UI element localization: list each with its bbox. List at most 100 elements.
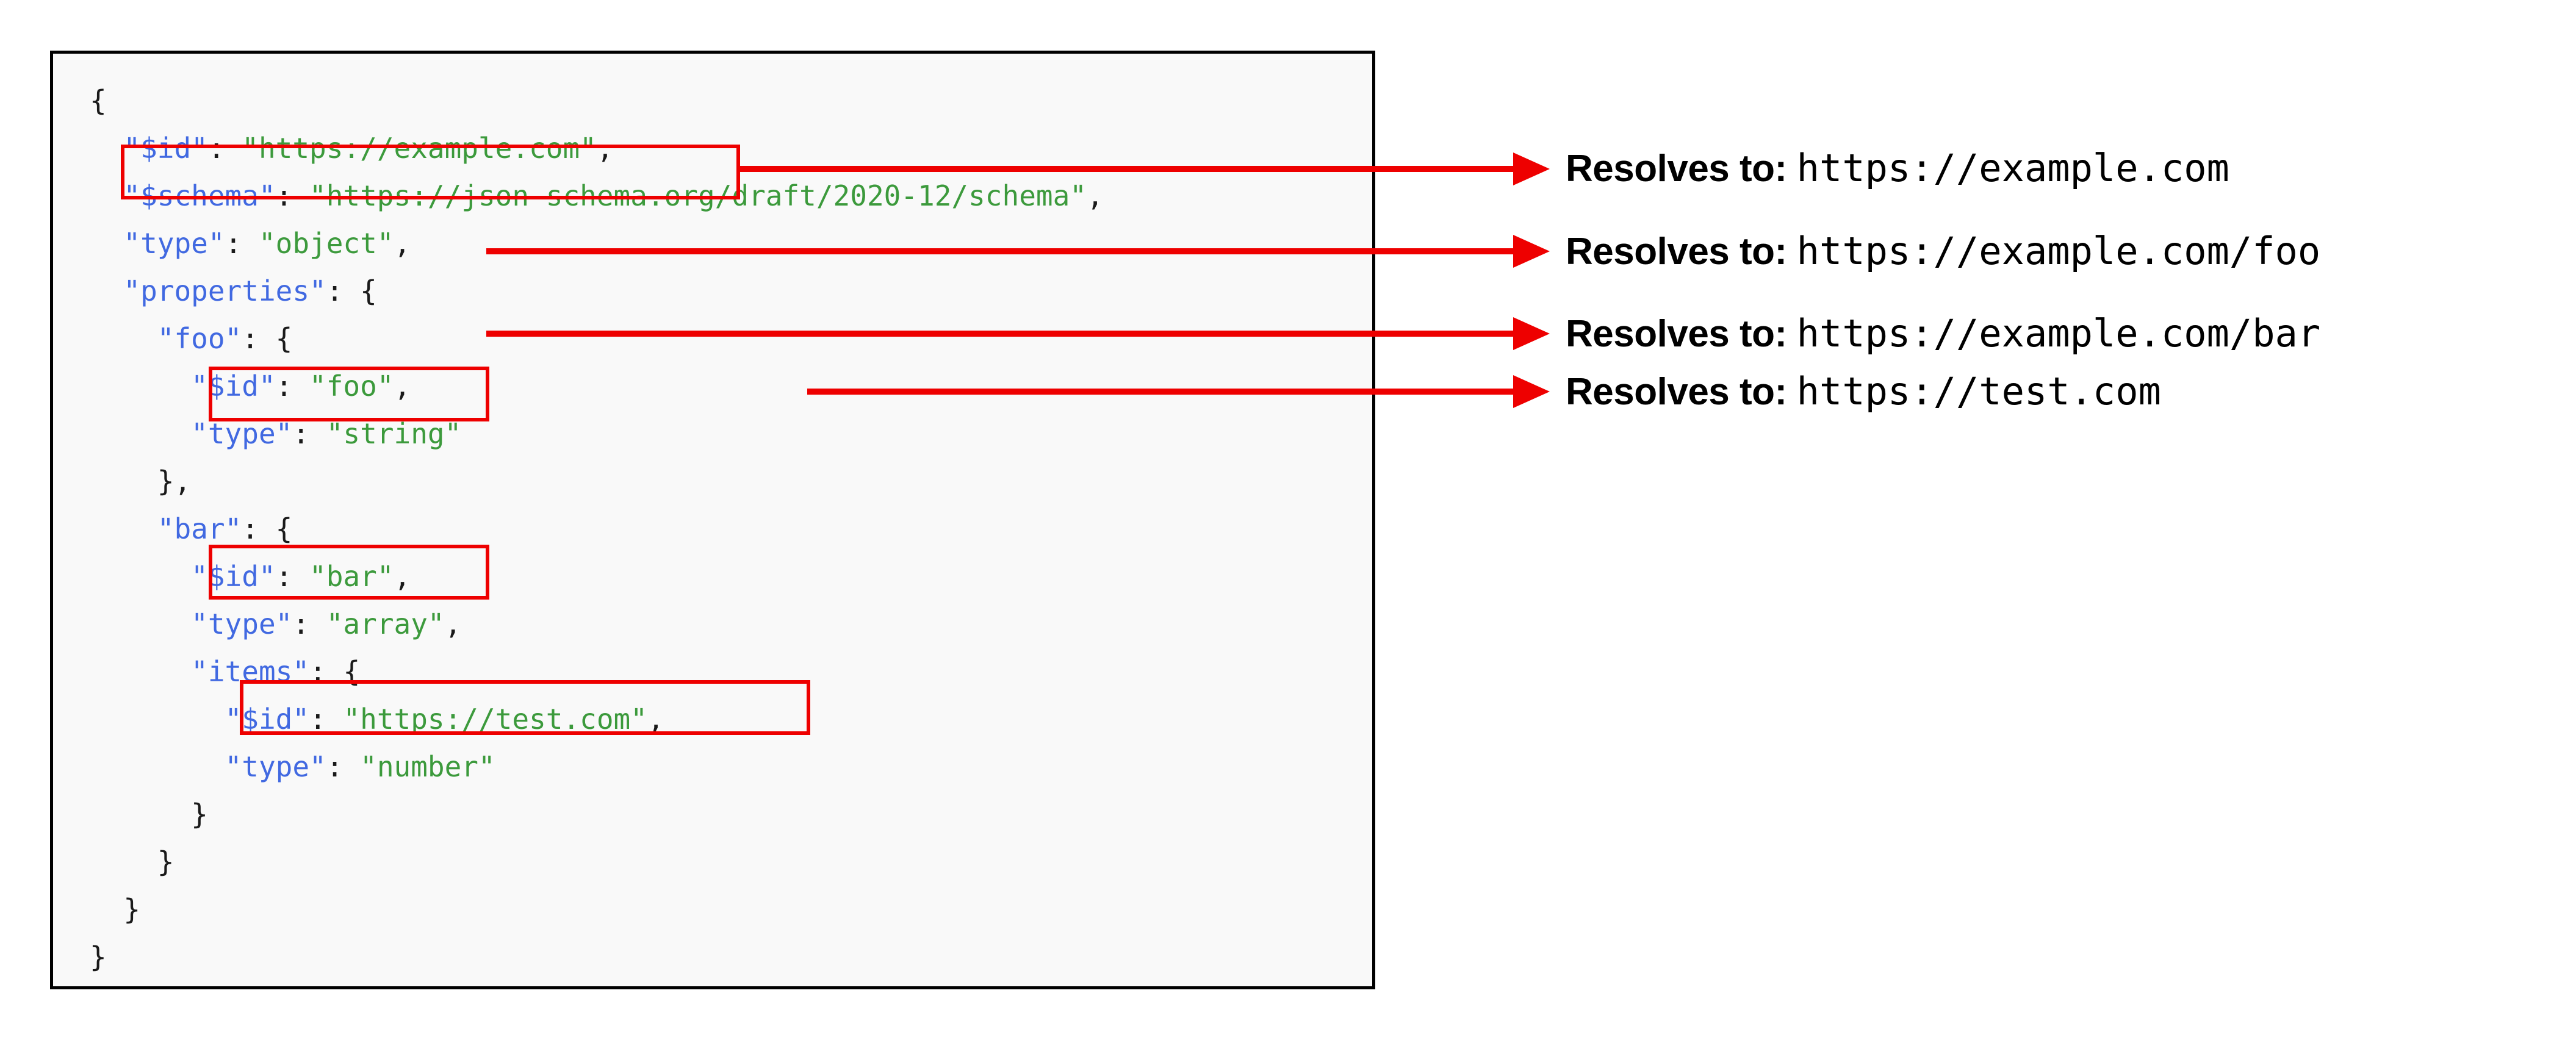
json-separator: :	[242, 322, 276, 355]
code-indent	[90, 132, 123, 165]
resolved-uri-value: https://example.com/foo	[1796, 229, 2321, 273]
code-line: "$schema": "https://json-schema.org/draf…	[90, 172, 1104, 220]
code-line: "foo": {	[90, 315, 1104, 362]
code-indent	[90, 845, 157, 878]
code-line: "type": "object",	[90, 220, 1104, 267]
json-string-value: "number"	[360, 750, 495, 783]
json-string-value: "foo"	[309, 370, 394, 403]
json-key: "items"	[191, 655, 310, 688]
json-separator: :	[275, 560, 310, 593]
json-separator: :	[275, 179, 310, 212]
code-indent	[90, 703, 225, 736]
json-key: "$schema"	[123, 179, 276, 212]
json-punctuation: ,	[596, 132, 614, 165]
resolved-uri-value: https://test.com	[1796, 369, 2161, 414]
code-line: "properties": {	[90, 267, 1104, 315]
code-indent	[90, 322, 157, 355]
json-punctuation: ,	[444, 608, 462, 640]
json-punctuation: {	[90, 84, 107, 117]
code-indent	[90, 893, 123, 926]
json-punctuation: {	[343, 655, 361, 688]
json-punctuation: ,	[1086, 179, 1104, 212]
arrow-head-icon	[1513, 317, 1550, 350]
resolves-to-label: Resolves to:	[1566, 148, 1787, 190]
code-indent	[90, 655, 191, 688]
code-line: "items": {	[90, 648, 1104, 695]
json-separator: :	[242, 512, 276, 545]
json-punctuation: {	[275, 512, 293, 545]
annotation-root: Resolves to:https://example.com	[1566, 149, 2229, 188]
json-string-value: "array"	[326, 608, 445, 640]
json-schema-code-panel: { "$id": "https://example.com", "$schema…	[50, 51, 1375, 989]
code-line: "$id": "https://test.com",	[90, 695, 1104, 743]
json-key: "type"	[225, 750, 326, 783]
code-line: },	[90, 457, 1104, 505]
code-indent	[90, 560, 191, 593]
json-punctuation: ,	[394, 227, 411, 260]
code-line: "$id": "bar",	[90, 553, 1104, 600]
json-punctuation: }	[123, 893, 141, 926]
code-line: "bar": {	[90, 505, 1104, 553]
code-indent	[90, 750, 225, 783]
json-key: "$id"	[191, 560, 276, 593]
json-punctuation: }	[191, 798, 208, 831]
resolves-to-label: Resolves to:	[1566, 313, 1787, 355]
json-punctuation: ,	[394, 370, 411, 403]
json-string-value: "bar"	[309, 560, 394, 593]
code-line: "$id": "foo",	[90, 362, 1104, 410]
code-indent	[90, 179, 123, 212]
resolves-to-label: Resolves to:	[1566, 231, 1787, 273]
code-indent	[90, 417, 191, 450]
code-line: }	[90, 838, 1104, 886]
code-line: "type": "array",	[90, 600, 1104, 648]
json-punctuation: }	[90, 941, 107, 973]
json-string-value: "object"	[258, 227, 394, 260]
code-line: }	[90, 886, 1104, 933]
json-key: "$id"	[191, 370, 276, 403]
json-punctuation: ,	[647, 703, 664, 736]
code-indent	[90, 512, 157, 545]
arrow-head-icon	[1513, 152, 1550, 185]
json-string-value: "https://json-schema.org/draft/2020-12/s…	[309, 179, 1087, 212]
json-key: "foo"	[157, 322, 242, 355]
arrow-head-icon	[1513, 235, 1550, 268]
code-line: "type": "string"	[90, 410, 1104, 457]
code-line: "$id": "https://example.com",	[90, 124, 1104, 172]
code-line: }	[90, 933, 1104, 981]
json-separator: :	[326, 750, 361, 783]
json-key: "$id"	[123, 132, 208, 165]
resolves-to-label: Resolves to:	[1566, 371, 1787, 413]
json-separator: :	[275, 370, 310, 403]
json-separator: :	[292, 608, 326, 640]
code-listing: { "$id": "https://example.com", "$schema…	[90, 77, 1104, 981]
code-line: }	[90, 790, 1104, 838]
json-punctuation: }	[157, 845, 174, 878]
json-punctuation: },	[157, 465, 192, 498]
annotation-foo: Resolves to:https://example.com/foo	[1566, 232, 2320, 271]
resolved-uri-value: https://example.com/bar	[1796, 311, 2321, 356]
json-string-value: "https://test.com"	[343, 703, 647, 736]
json-separator: :	[309, 703, 344, 736]
json-punctuation: ,	[394, 560, 411, 593]
code-indent	[90, 227, 123, 260]
json-key: "type"	[191, 417, 293, 450]
code-indent	[90, 370, 191, 403]
code-indent	[90, 608, 191, 640]
json-punctuation: {	[275, 322, 293, 355]
code-line: {	[90, 77, 1104, 124]
json-separator: :	[292, 417, 326, 450]
json-key: "properties"	[123, 274, 326, 307]
json-key: "bar"	[157, 512, 242, 545]
json-key: "$id"	[225, 703, 310, 736]
resolved-uri-value: https://example.com	[1796, 146, 2229, 190]
code-indent	[90, 798, 191, 831]
json-key: "type"	[123, 227, 225, 260]
json-key: "type"	[191, 608, 293, 640]
annotation-bar: Resolves to:https://example.com/bar	[1566, 315, 2320, 353]
code-line: "type": "number"	[90, 743, 1104, 790]
code-indent	[90, 274, 123, 307]
json-separator: :	[207, 132, 242, 165]
json-separator: :	[326, 274, 361, 307]
json-string-value: "https://example.com"	[242, 132, 597, 165]
json-punctuation: {	[360, 274, 377, 307]
